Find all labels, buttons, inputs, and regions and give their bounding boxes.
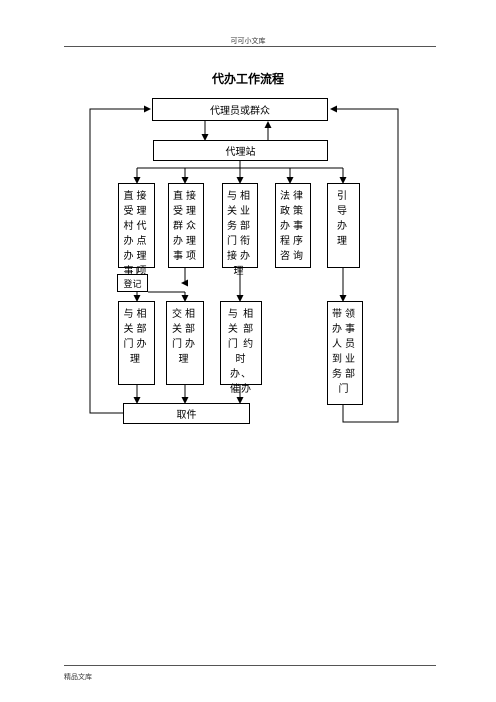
branch-line: 受理 xyxy=(123,206,150,217)
branch-line: 直接 xyxy=(173,191,199,202)
page-header: 可可小文库 xyxy=(230,37,266,45)
lower-line: 到业 xyxy=(332,354,358,365)
branch-line: 事项 xyxy=(173,251,199,262)
branch-line: 关业 xyxy=(227,206,253,217)
branch-line: 导 xyxy=(337,206,350,217)
branch-line: 办理 xyxy=(173,236,199,247)
loop-pickup-to-top xyxy=(89,105,151,414)
lower-line: 关 部 xyxy=(227,324,255,335)
branch-line: 程序 xyxy=(280,236,306,247)
header-rule xyxy=(64,46,436,47)
page-footer: 精品文库 xyxy=(64,673,92,681)
branch-box-4: 法律 政策 办事 程序 咨询 xyxy=(275,183,311,268)
lower-line: 务部 xyxy=(332,369,358,380)
branch-line: 办事 xyxy=(280,221,306,232)
lower-line: 与 相 xyxy=(227,309,255,320)
branch-box-2: 直接 受理 群众 办理 事项 xyxy=(168,183,204,268)
branch-line: 村代 xyxy=(123,221,150,232)
node-agent-or-public-label: 代理员或群众 xyxy=(210,106,270,117)
lower-line: 门 xyxy=(338,384,352,395)
lower-line: 关部 xyxy=(123,324,150,335)
lower-line: 带领 xyxy=(332,309,358,320)
branch-line: 咨询 xyxy=(280,251,306,262)
node-register: 登记 xyxy=(117,274,148,292)
footer-rule xyxy=(64,665,436,666)
lower-line: 关部 xyxy=(172,324,198,335)
branch-line: 群众 xyxy=(173,221,199,232)
branch-line: 法律 xyxy=(280,191,306,202)
node-agent-station-label: 代理站 xyxy=(225,147,256,158)
lower-line: 与相 xyxy=(123,309,150,320)
node-agent-station: 代理站 xyxy=(153,140,328,161)
lower-line: 时办、 xyxy=(230,354,252,380)
lower-line: 交相 xyxy=(172,309,198,320)
diagram-title: 代办工作流程 xyxy=(211,72,284,86)
branch-line: 办 xyxy=(337,221,350,232)
lower-line: 门办 xyxy=(123,339,150,350)
branch-line: 门衔 xyxy=(227,236,253,247)
lower-line: 理 xyxy=(130,354,143,365)
node-agent-or-public: 代理员或群众 xyxy=(152,98,328,121)
node-register-label: 登记 xyxy=(123,279,142,290)
lower-line: 理 xyxy=(178,354,192,365)
branch-line: 办点 xyxy=(123,236,150,247)
branch-line: 事项 xyxy=(123,266,150,277)
lower-line: 门 约 xyxy=(227,339,255,350)
lower-box-4: 带领 办事 人员 到业 务部 门 xyxy=(327,301,363,405)
lower-line: 人员 xyxy=(332,339,358,350)
branch-line: 直接 xyxy=(123,191,150,202)
branch-line: 办理 xyxy=(123,251,150,262)
lower-line: 催办 xyxy=(230,384,252,395)
branch-line: 与相 xyxy=(227,191,253,202)
branch-box-5: 引 导 办 理 xyxy=(327,183,360,268)
branch-line: 理 xyxy=(233,266,247,277)
node-pickup-label: 取件 xyxy=(176,410,197,421)
branch-line: 引 xyxy=(337,191,350,202)
branch-line: 务部 xyxy=(227,221,253,232)
lower-line: 门办 xyxy=(172,339,198,350)
lower-box-2: 交相 关部 门办 理 xyxy=(166,301,204,385)
branch-line: 接办 xyxy=(227,251,253,262)
branch-line: 理 xyxy=(337,236,350,247)
loop-lower4-to-top xyxy=(330,105,399,423)
branch-line: 受理 xyxy=(173,206,199,217)
branch-box-3: 与相 关业 务部 门衔 接办 理 xyxy=(222,183,258,277)
node-pickup: 取件 xyxy=(123,403,250,424)
branch-box-1: 直接 受理 村代 办点 办理 事项 xyxy=(118,183,155,277)
lower-box-1: 与相 关部 门办 理 xyxy=(118,301,155,385)
branch-line: 政策 xyxy=(280,206,306,217)
lower-box-3: 与 相 关 部 门 约 时办、 催办 xyxy=(220,301,262,395)
lower-line: 办事 xyxy=(332,324,358,335)
